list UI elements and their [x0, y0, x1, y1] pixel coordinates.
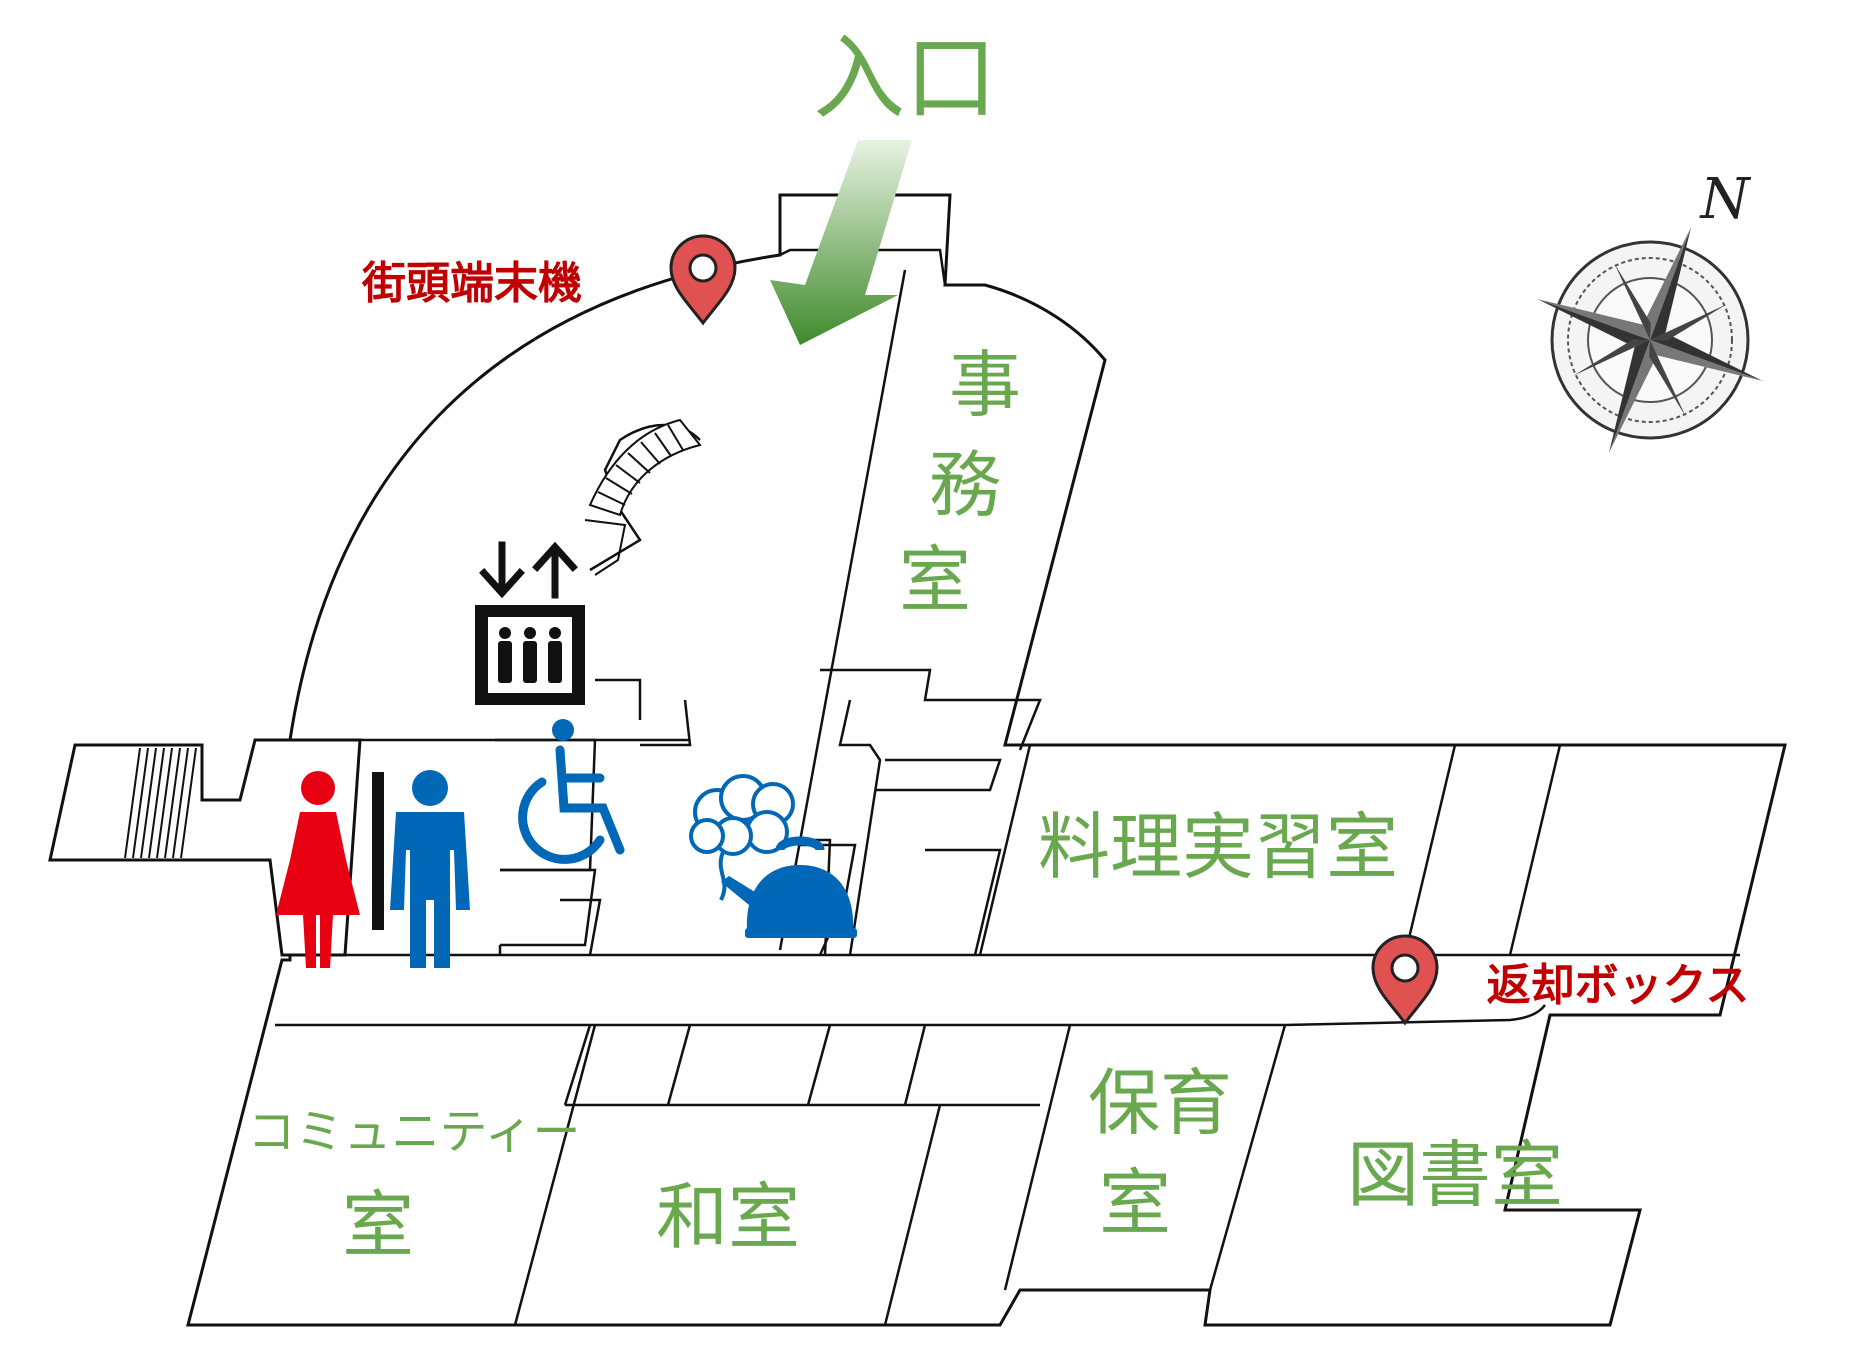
- library-label: 図書室: [1347, 1133, 1563, 1217]
- street-terminal-label: 街頭端末機: [361, 258, 582, 309]
- map-pin-icon: [1371, 934, 1439, 1026]
- restroom-divider: [372, 772, 384, 930]
- community-room-label-line2: 室: [342, 1183, 414, 1267]
- left-staircase: [124, 747, 197, 859]
- office-label: 事 務 室: [899, 343, 1021, 622]
- nursery-label-line2: 室: [1099, 1161, 1171, 1245]
- community-room-label-line1: コミュニティー: [247, 1104, 580, 1160]
- entrance-arrow: 入口: [770, 25, 997, 345]
- japanese-room-label: 和室: [656, 1175, 800, 1259]
- north-label: N: [1699, 167, 1752, 232]
- entrance-label: 入口: [813, 25, 997, 132]
- office-label-char-2: 務: [929, 443, 1001, 527]
- street-terminal-marker[interactable]: 街頭端末機: [361, 234, 737, 326]
- elevator-icon: [475, 541, 585, 705]
- return-box-label: 返却ボックス: [1487, 960, 1750, 1011]
- office-label-char-1: 事: [949, 343, 1021, 427]
- spiral-staircase: [584, 418, 702, 576]
- return-box-marker[interactable]: 返却ボックス: [1371, 934, 1750, 1026]
- office-label-char-3: 室: [899, 538, 971, 622]
- cooking-room-label: 料理実習室: [1038, 805, 1398, 889]
- map-pin-icon: [669, 234, 737, 326]
- womens-restroom-icon: [276, 771, 360, 968]
- compass-rose: N: [1537, 167, 1763, 453]
- mens-restroom-icon: [390, 770, 470, 968]
- kitchenette-kettle-icon: [689, 774, 857, 938]
- nursery-label-line1: 保育: [1088, 1061, 1232, 1145]
- wheelchair-accessible-icon: [518, 719, 625, 864]
